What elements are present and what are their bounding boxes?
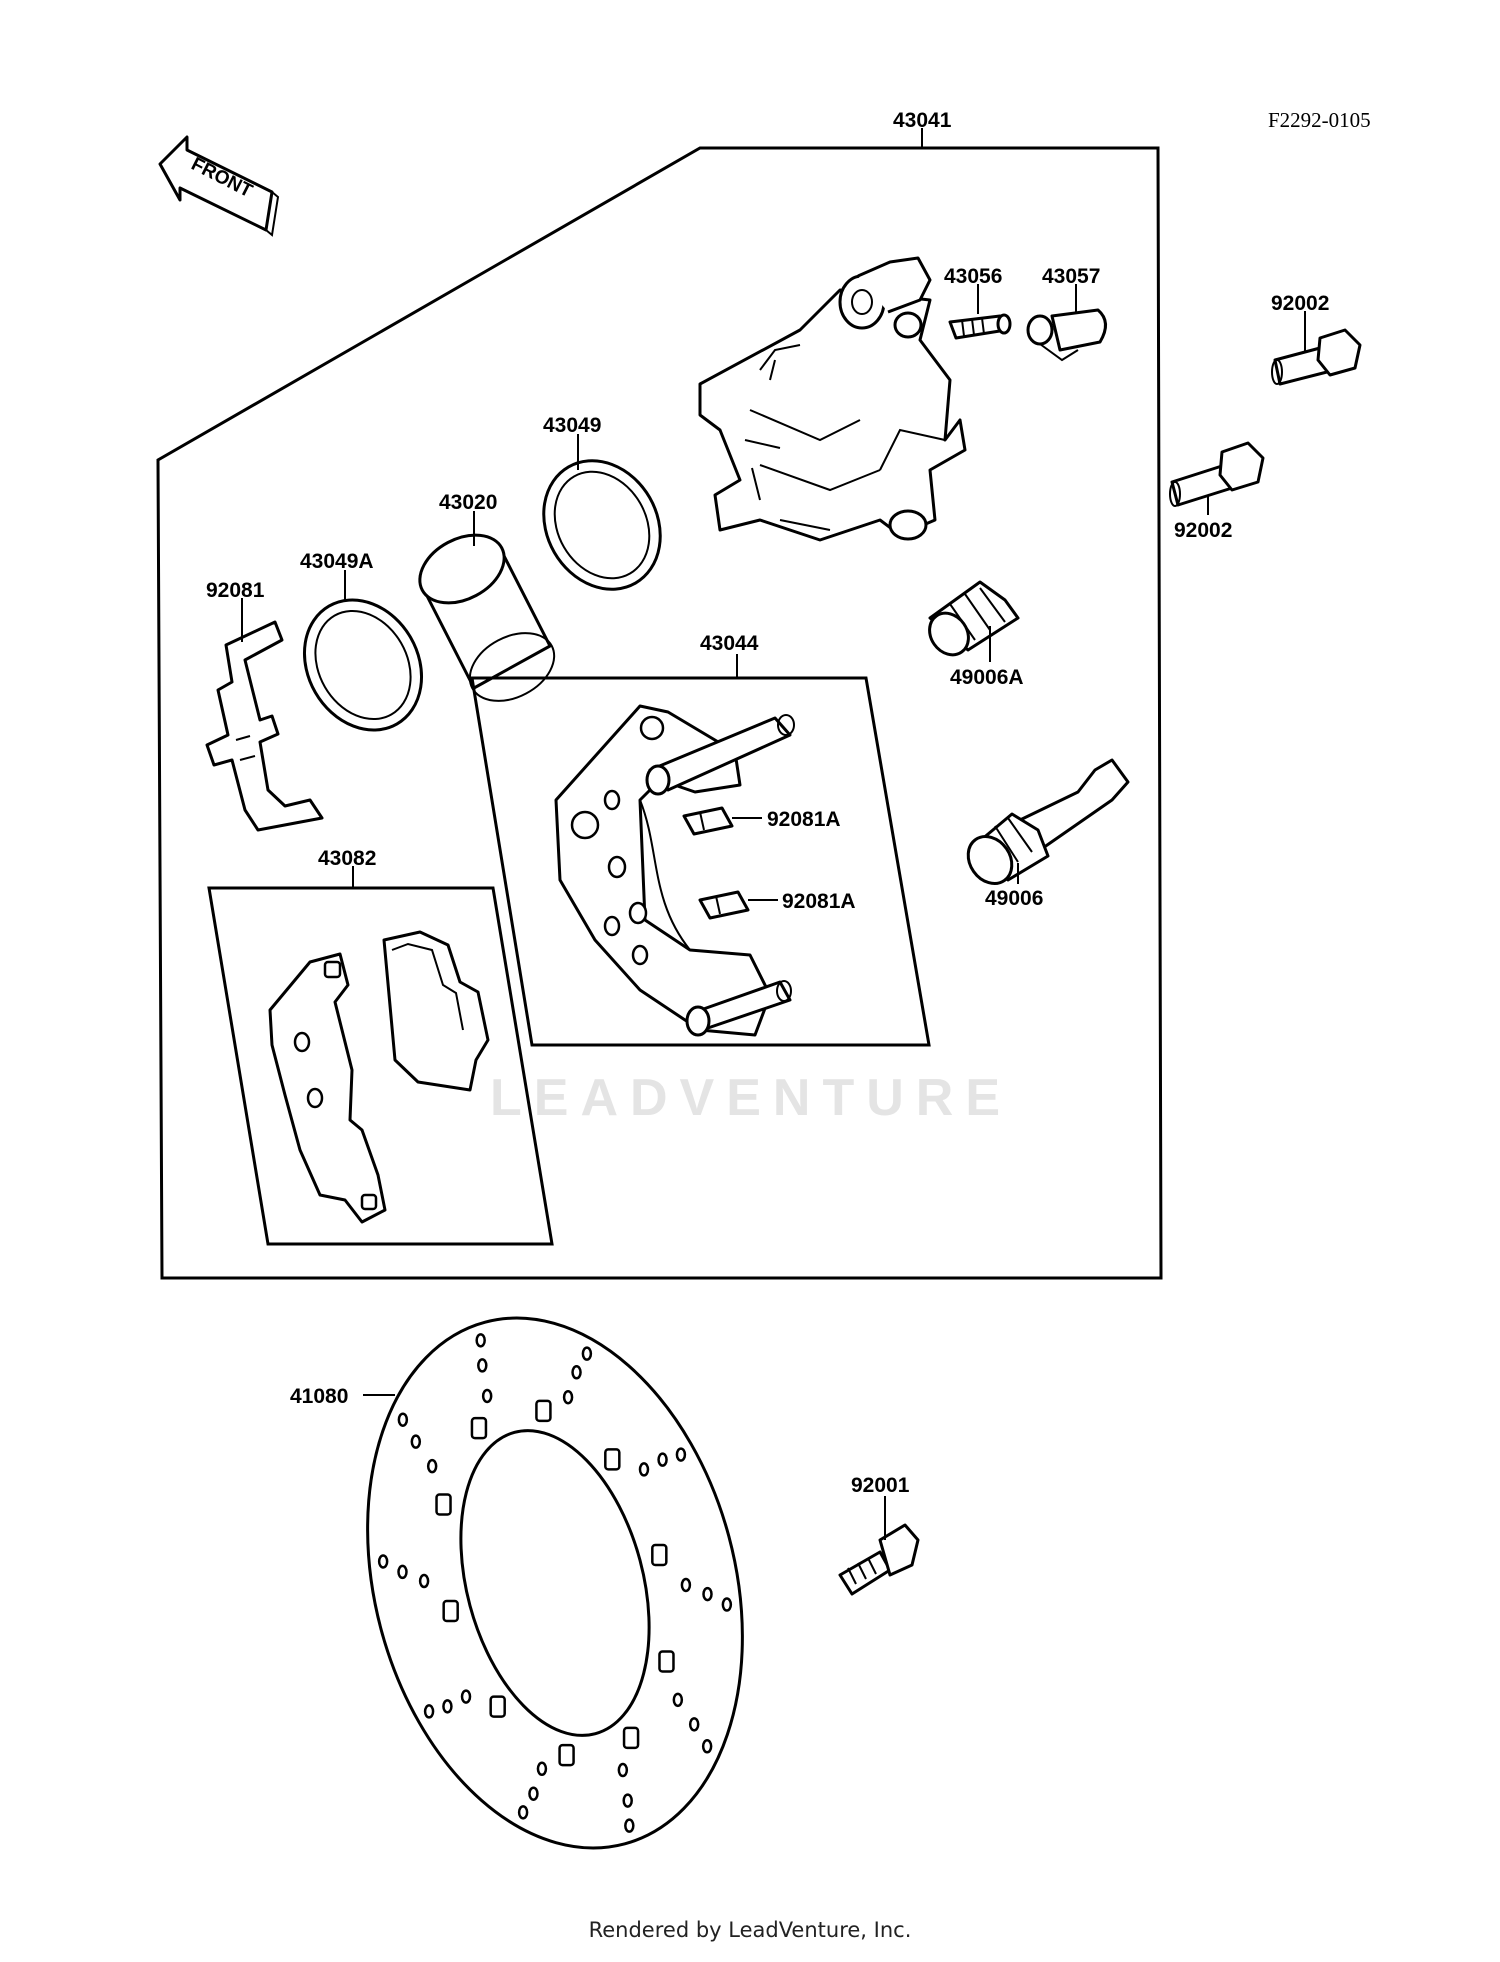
caliper-bracket — [554, 704, 795, 1037]
disc-hole — [475, 1333, 486, 1348]
brake-pad-box — [207, 886, 554, 1246]
caliper-assembly-outline — [156, 146, 1163, 1280]
disc-bolt-92001 — [838, 1523, 920, 1596]
label-92081A-upper: 92081A — [767, 808, 841, 831]
disc-slot — [651, 1543, 668, 1567]
disc-hole — [624, 1818, 635, 1833]
front-arrow-icon: FRONT — [158, 135, 280, 237]
bolt-92002-mid — [1169, 441, 1265, 507]
disc-hole — [701, 1739, 713, 1754]
disc-slot — [435, 1493, 452, 1516]
disc-hole — [672, 1692, 684, 1708]
disc-hole — [571, 1365, 582, 1380]
disc-slot — [442, 1599, 459, 1623]
caliper-body — [698, 256, 967, 542]
label-92002-top: 92002 — [1271, 292, 1329, 315]
label-41080: 41080 — [290, 1385, 348, 1408]
label-43041: 43041 — [893, 109, 952, 132]
disc-hole — [562, 1389, 574, 1405]
disc-hole — [528, 1786, 539, 1801]
disc-hole — [442, 1699, 453, 1714]
label-49006: 49006 — [985, 887, 1043, 910]
disc-hole — [423, 1704, 435, 1719]
disc-hole — [721, 1597, 733, 1612]
disc-slot — [535, 1399, 552, 1423]
bracket-assembly-box — [470, 676, 931, 1047]
diagram-ref-code: F2292-0105 — [1268, 108, 1371, 132]
piston-seal-43049 — [542, 459, 662, 591]
disc-hole — [622, 1793, 633, 1808]
disc-hole — [581, 1346, 593, 1361]
watermark-text: LEADVENTURE — [490, 1069, 1012, 1127]
disc-hole — [617, 1762, 629, 1778]
brake-pad-backing — [268, 952, 387, 1224]
disc-hole — [638, 1462, 650, 1477]
label-43057: 43057 — [1042, 265, 1100, 288]
label-92081A-lower: 92081A — [782, 890, 856, 913]
pad-clip-upper — [682, 806, 734, 836]
pad-clip-lower — [698, 890, 750, 920]
boot-49006A — [928, 580, 1020, 657]
disc-hole — [517, 1805, 529, 1820]
label-43056: 43056 — [944, 265, 1002, 288]
disc-hole — [675, 1447, 687, 1462]
label-92002-mid: 92002 — [1174, 519, 1232, 542]
disc-hole — [477, 1358, 488, 1373]
caliper-piston-43020 — [418, 533, 556, 702]
label-92081: 92081 — [206, 579, 265, 602]
disc-hole — [397, 1412, 409, 1427]
label-43049: 43049 — [543, 414, 601, 437]
disc-hole — [397, 1564, 408, 1580]
disc-hole — [481, 1388, 493, 1404]
pad-spring-92081 — [205, 620, 324, 832]
disc-slot — [558, 1743, 575, 1767]
bleeder-valve — [948, 313, 1012, 340]
label-43044: 43044 — [700, 632, 759, 655]
label-43082: 43082 — [318, 847, 376, 870]
bleeder-cap — [1026, 308, 1107, 362]
disc-hole — [426, 1458, 438, 1474]
disc-hole — [688, 1717, 700, 1732]
disc-hole — [460, 1689, 472, 1704]
bolt-92002-top — [1271, 328, 1362, 386]
brake-disc — [366, 1316, 744, 1850]
label-49006A: 49006A — [950, 666, 1024, 689]
slide-pin-49006 — [966, 758, 1130, 885]
disc-hole — [657, 1452, 668, 1467]
disc-slot — [604, 1448, 621, 1471]
disc-hole — [410, 1434, 422, 1449]
disc-hole — [418, 1573, 430, 1589]
footer-credit: Rendered by LeadVenture, Inc. — [588, 1918, 912, 1942]
brake-pad-lining — [382, 930, 490, 1092]
label-92001: 92001 — [851, 1474, 910, 1497]
disc-hole — [680, 1577, 692, 1593]
disc-hole — [377, 1554, 389, 1569]
disc-slot — [470, 1416, 488, 1440]
disc-slot — [622, 1726, 640, 1750]
label-43020: 43020 — [439, 491, 497, 514]
disc-slot — [658, 1650, 675, 1673]
disc-slot — [489, 1695, 506, 1718]
label-43049A: 43049A — [300, 550, 374, 573]
disc-hole — [702, 1586, 713, 1602]
dust-seal-43049A — [302, 598, 424, 732]
disc-hole — [536, 1761, 548, 1777]
